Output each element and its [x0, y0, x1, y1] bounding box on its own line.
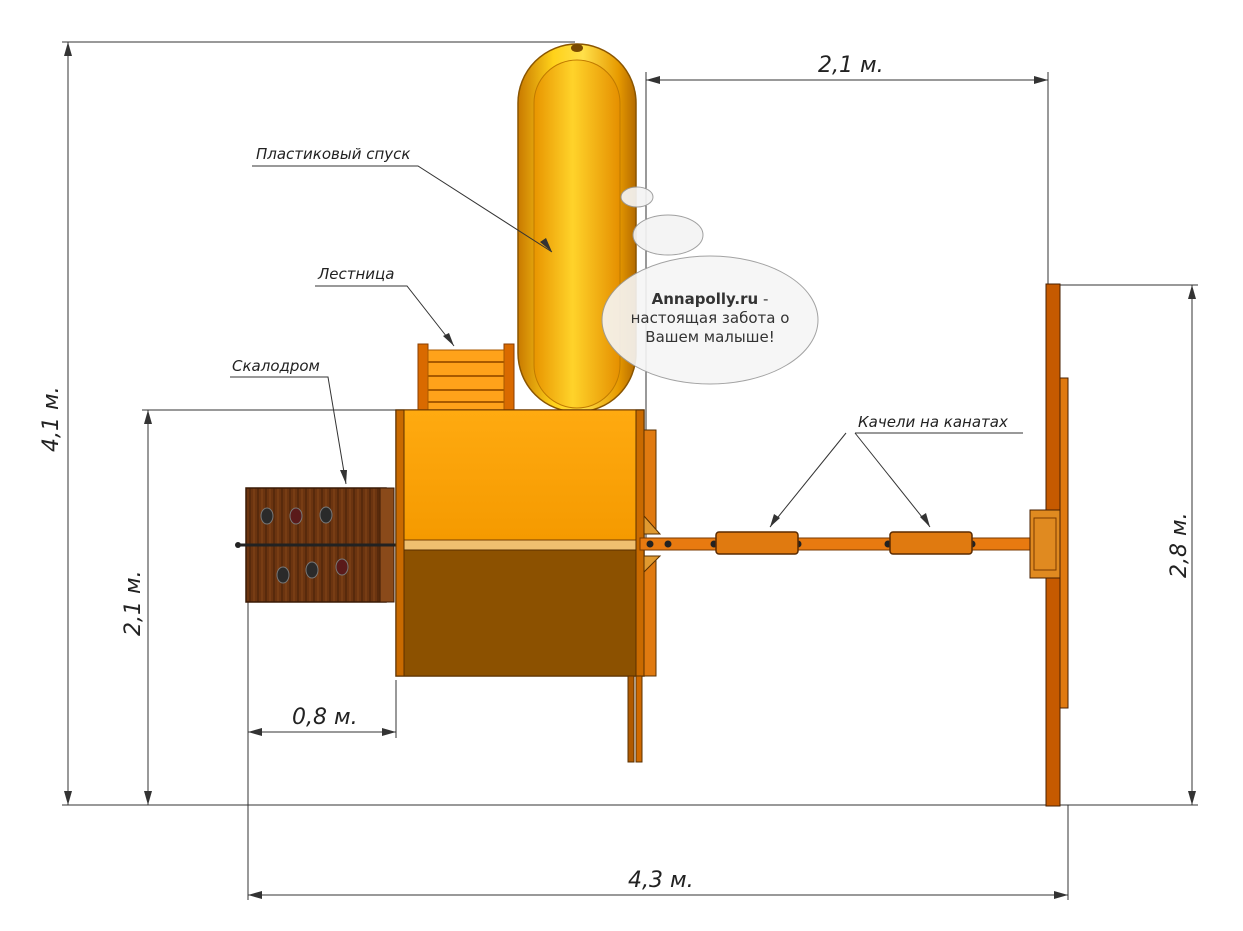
- callout-slide: Пластиковый спуск: [256, 145, 410, 163]
- swing-a-frame: [1029, 283, 1069, 807]
- dim-left-height: 2,1 м.: [121, 570, 146, 636]
- rope-swings: [715, 531, 973, 555]
- plastic-slide: [517, 43, 637, 413]
- bubble-dash: -: [758, 290, 768, 308]
- callout-swings: Качели на канатах: [858, 413, 1008, 431]
- tower: [395, 409, 662, 763]
- dimension-lines: [62, 41, 1198, 900]
- bubble-brand: Annapolly.ru: [652, 290, 759, 308]
- callout-ladder: Лестница: [317, 265, 394, 283]
- callout-climbing-wall: Скалодром: [232, 357, 320, 375]
- dim-total-height: 4,1 м.: [39, 386, 64, 452]
- climbing-holds: [260, 506, 349, 584]
- bubble-line2: настоящая забота о: [631, 309, 790, 327]
- dim-climb-width: 0,8 м.: [292, 705, 358, 730]
- dim-total-width: 4,3 м.: [628, 868, 694, 893]
- bubble-line1: Annapolly.ru -: [652, 290, 769, 308]
- climbing-wall: [235, 487, 400, 603]
- ladder: [417, 343, 515, 411]
- dim-top-width: 2,1 м.: [818, 53, 884, 78]
- dim-right-height: 2,8 м.: [1167, 512, 1192, 578]
- watermark-bubble: Annapolly.ru - настоящая забота о Вашем …: [601, 186, 819, 385]
- bubble-line3: Вашем малыше!: [645, 328, 774, 346]
- swing-beam: [639, 537, 1052, 551]
- callout-leaders: [230, 165, 1023, 528]
